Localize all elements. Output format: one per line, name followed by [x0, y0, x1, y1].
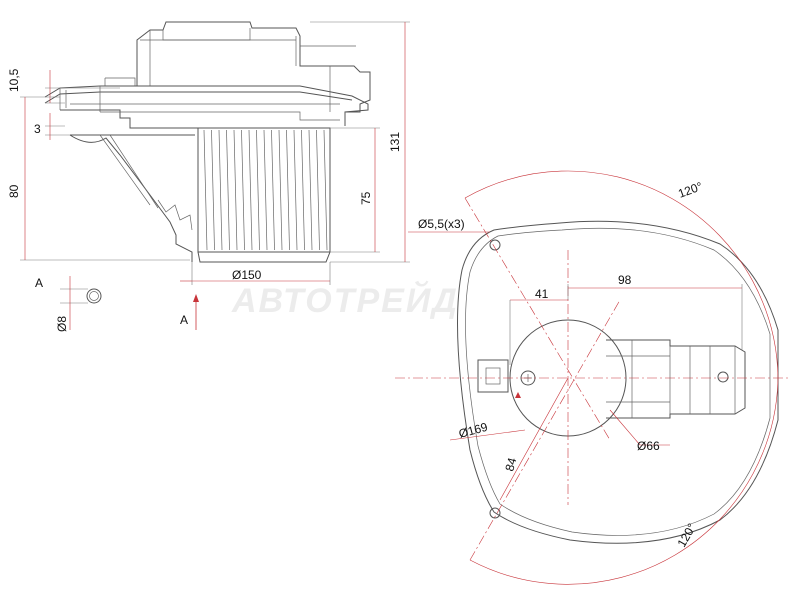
fan-shroud [69, 134, 195, 262]
fan-blade [218, 129, 223, 251]
dim-label-84: 84 [502, 456, 519, 473]
mounting-flange [44, 85, 369, 129]
mount-hole-right [717, 371, 729, 383]
watermark-text: АВТОТРЕЙД [231, 281, 459, 320]
fan-blade [248, 129, 253, 251]
fan-blade [323, 129, 328, 251]
fan-blade [263, 129, 268, 251]
fan-blade [316, 129, 320, 251]
fan-blade [241, 129, 245, 251]
top-view [395, 170, 790, 585]
dim-label-d66: Ø66 [637, 439, 660, 453]
fan-blade [278, 129, 283, 251]
side-dimension-lines [20, 21, 410, 285]
mount-hole-bottom [489, 507, 501, 519]
fan-wheel [197, 127, 331, 263]
dim-label-98: 98 [618, 273, 632, 287]
dim-label-131: 131 [388, 132, 402, 152]
dim-label-d169: Ø169 [457, 420, 489, 441]
dim-label-holes: Ø5,5(x3) [418, 217, 465, 231]
dim-label-120-top: 120° [676, 179, 704, 201]
dim-label-75: 75 [359, 191, 373, 205]
fan-blade [286, 129, 290, 251]
mount-hole-top [489, 239, 501, 251]
connector [477, 359, 536, 393]
detail-a: A Ø8 [35, 276, 102, 332]
fan-blade [226, 129, 230, 251]
dim-label-3: 3 [34, 122, 41, 136]
flange-outline [457, 220, 779, 544]
fan-blade [256, 129, 260, 251]
dim-label-10-5: 10,5 [7, 68, 21, 92]
dim-label-80: 80 [7, 184, 21, 198]
fan-blade [203, 129, 208, 251]
view-arrow-label: A [180, 313, 188, 327]
fan-blade [293, 129, 298, 251]
fan-blade [301, 129, 305, 251]
side-view: 10,5 3 80 75 131 Ø150 [7, 21, 410, 285]
motor-unit [606, 339, 746, 419]
view-arrow-a: A [180, 294, 199, 330]
dim-label-120-bottom: 120° [674, 521, 699, 550]
fan-blade [233, 129, 238, 251]
fan-blade [271, 129, 275, 251]
detail-a-label: A [35, 276, 43, 290]
dim-label-41: 41 [535, 287, 549, 301]
fan-blade [211, 129, 215, 251]
fan-blade [308, 129, 313, 251]
dim-label-d8: Ø8 [55, 316, 69, 332]
dim-label-d150: Ø150 [232, 268, 262, 282]
motor-housing [104, 21, 371, 113]
